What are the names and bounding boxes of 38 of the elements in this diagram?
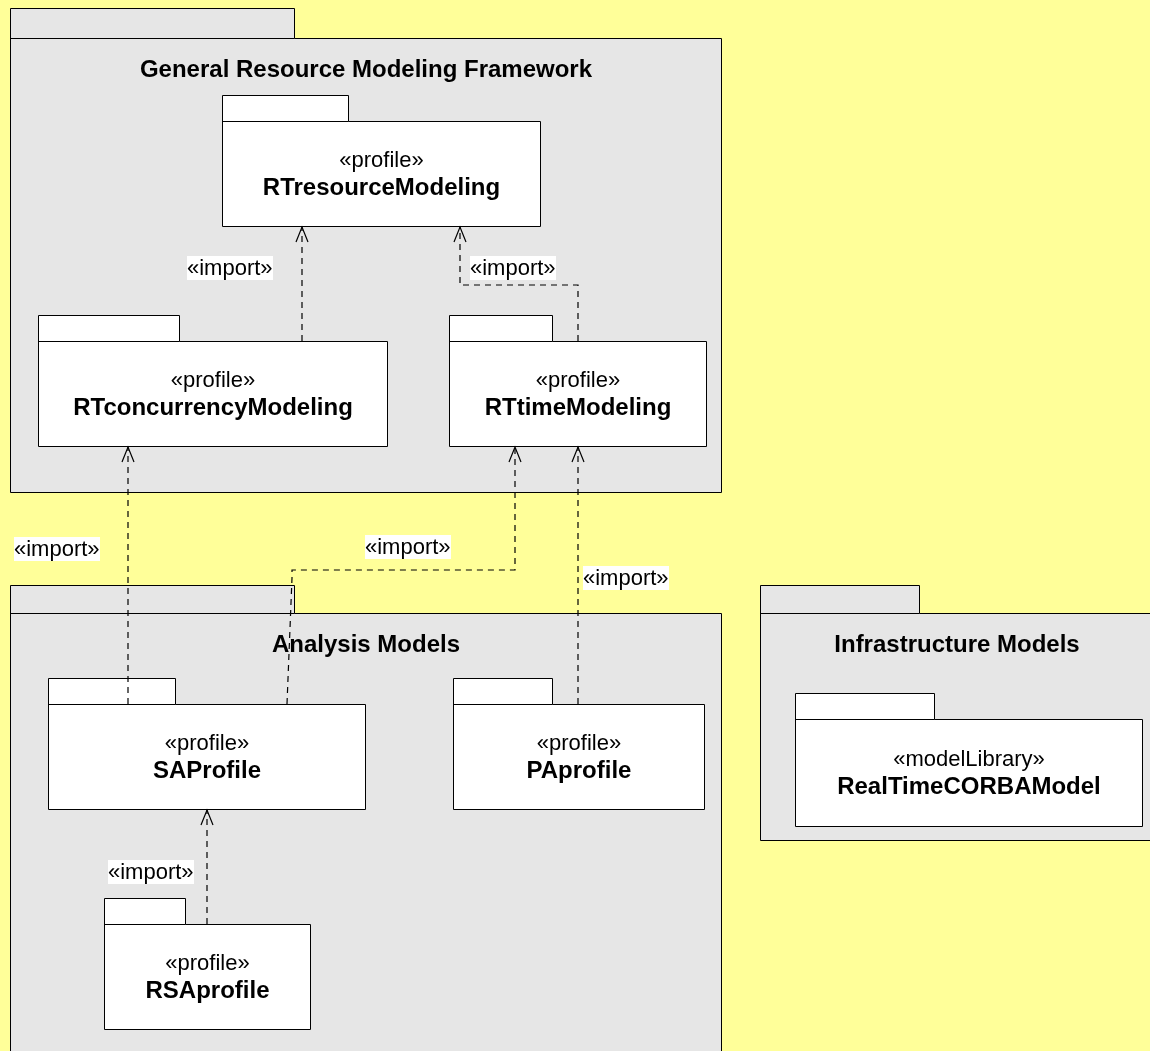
package-shape (760, 585, 1150, 841)
edge-label: «import» (108, 860, 194, 884)
edge-label: «import» (583, 566, 669, 590)
import-arrow (200, 809, 214, 925)
edge-label: «import» (365, 535, 451, 559)
stereotype-label: «profile» (164, 730, 250, 756)
package-shape (38, 315, 388, 447)
package-shape (10, 8, 722, 493)
package-name: RTresourceModeling (262, 173, 501, 201)
edge-label: «import» (470, 256, 556, 280)
package-shape (48, 678, 366, 810)
edge-label: «import» (14, 537, 100, 561)
package-shape (449, 315, 707, 447)
edge-label: «import» (187, 256, 273, 280)
package-shape (222, 95, 541, 227)
stereotype-label: «modelLibrary» (893, 746, 1045, 772)
package-name: PAprofile (526, 756, 632, 784)
stereotype-label: «profile» (165, 950, 250, 976)
package-name: RealTimeCORBAModel (837, 772, 1101, 800)
package-shape (453, 678, 705, 810)
import-arrow (571, 446, 585, 705)
package-shape (795, 693, 1143, 827)
import-arrow (453, 226, 579, 342)
package-name: SAProfile (153, 756, 261, 784)
import-arrow (121, 446, 135, 705)
package-name: RTconcurrencyModeling (73, 393, 353, 421)
stereotype-label: «profile» (170, 367, 256, 393)
package-name: RTtimeModeling (484, 393, 672, 421)
import-arrow (286, 446, 522, 705)
stereotype-label: «profile» (536, 730, 622, 756)
import-arrow (295, 226, 309, 342)
package-name: RSAprofile (145, 976, 270, 1004)
package-title: Analysis Models (271, 631, 461, 657)
package-title: General Resource Modeling Framework (139, 56, 593, 82)
package-title: Infrastructure Models (834, 631, 1080, 657)
stereotype-label: «profile» (535, 367, 621, 393)
package-shape (104, 898, 311, 1030)
stereotype-label: «profile» (339, 147, 424, 173)
